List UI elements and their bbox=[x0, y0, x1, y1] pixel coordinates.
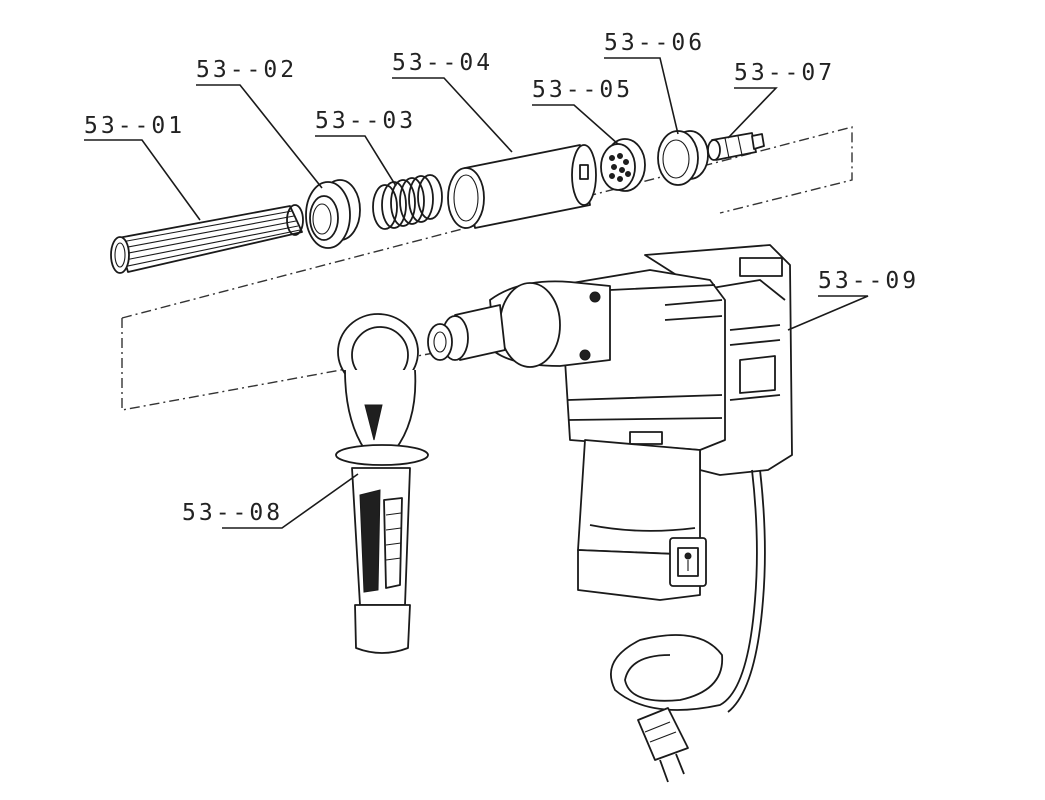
part-label-53-04: 53--04 bbox=[392, 50, 493, 76]
leader-line bbox=[532, 104, 619, 145]
part-label-53-05: 53--05 bbox=[532, 77, 633, 103]
shank-part bbox=[707, 132, 765, 161]
assembly-boundary bbox=[121, 126, 853, 411]
part-label-53-06: 53--06 bbox=[604, 30, 705, 56]
part-label-53-02: 53--02 bbox=[196, 57, 297, 83]
part-label-53-08: 53--08 bbox=[182, 500, 283, 526]
leader-line bbox=[392, 77, 513, 153]
part-label-53-07: 53--07 bbox=[734, 60, 835, 86]
guide-part bbox=[600, 138, 646, 192]
nut-part bbox=[305, 179, 361, 249]
leader-line bbox=[315, 135, 397, 187]
leader-line bbox=[196, 84, 323, 189]
part-label-53-09: 53--09 bbox=[818, 268, 919, 294]
needle-bundle-part bbox=[110, 204, 304, 274]
leader-line bbox=[222, 473, 359, 529]
part-label-53-03: 53--03 bbox=[315, 108, 416, 134]
sleeve-part bbox=[447, 144, 597, 229]
hammer-body-part bbox=[427, 244, 793, 783]
part-label-53-01: 53--01 bbox=[84, 113, 185, 139]
leader-line bbox=[787, 295, 869, 331]
leader-line bbox=[84, 139, 201, 221]
side-handle-part bbox=[335, 313, 429, 654]
ring-part bbox=[657, 130, 709, 186]
leader-line bbox=[604, 57, 679, 135]
spring-part bbox=[372, 174, 443, 230]
leader-line bbox=[727, 87, 778, 139]
